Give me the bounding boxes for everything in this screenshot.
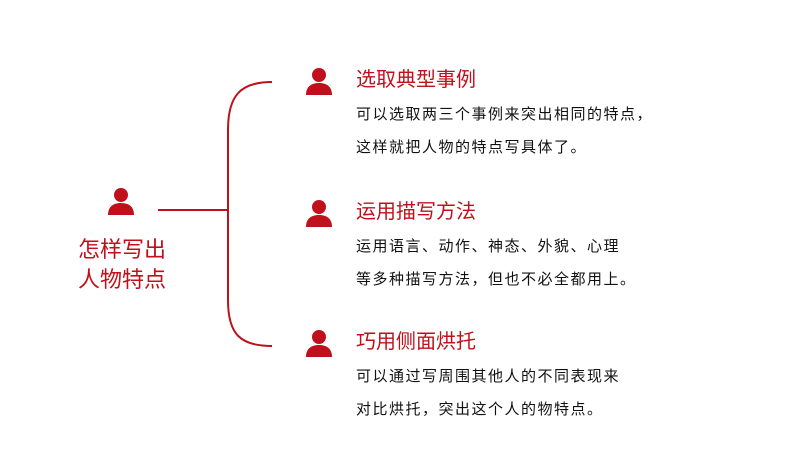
root-label: 怎样写出 人物特点 [78,236,188,296]
branch-description-line: 可以选取两三个事例来突出相同的特点， [356,105,654,123]
person-icon [306,200,332,227]
root-label-line: 怎样写出 [78,238,167,263]
person-icon [108,188,134,215]
branch-item: 运用描写方法 运用语言、动作、神态、外貌、心理 等多种描写方法，但也不必全都用上… [304,198,784,298]
person-icon [306,330,332,357]
branch-title: 巧用侧面烘托 [356,329,476,353]
branch-description: 运用语言、动作、神态、外貌、心理 等多种描写方法，但也不必全都用上。 [356,230,637,296]
root-label-line: 人物特点 [78,268,167,293]
branch-description: 可以选取两三个事例来突出相同的特点， 这样就把人物的特点写具体了。 [356,98,653,164]
branch-description-line: 可以通过写周围其他人的不同表现来 [356,367,621,385]
branch-description-line: 运用语言、动作、神态、外貌、心理 [356,237,621,255]
branch-brace [227,81,273,347]
branch-description-line: 等多种描写方法，但也不必全都用上。 [356,270,637,288]
branch-title: 选取典型事例 [356,67,476,91]
branch-item: 选取典型事例 可以选取两三个事例来突出相同的特点， 这样就把人物的特点写具体了。 [304,66,784,166]
branch-description: 可以通过写周围其他人的不同表现来 对比烘托，突出这个人的物特点。 [356,360,620,426]
branch-title: 运用描写方法 [356,199,476,223]
person-icon [306,68,332,95]
branch-item: 巧用侧面烘托 可以通过写周围其他人的不同表现来 对比烘托，突出这个人的物特点。 [304,328,784,428]
branch-description-line: 这样就把人物的特点写具体了。 [356,138,588,156]
branch-description-line: 对比烘托，突出这个人的物特点。 [356,400,604,418]
